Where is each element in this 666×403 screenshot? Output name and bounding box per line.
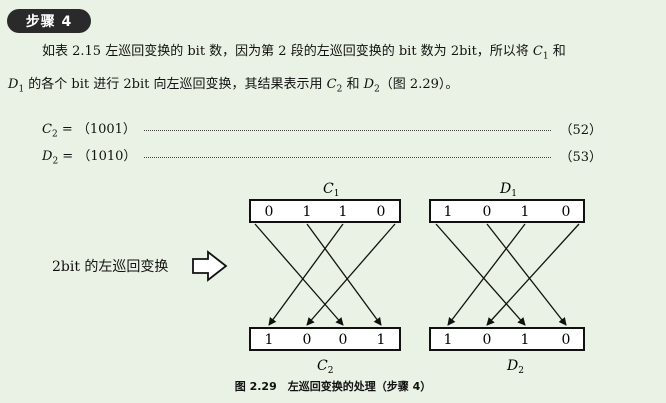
- d2-label: D2: [506, 358, 524, 376]
- c2-bit: 0: [339, 332, 348, 348]
- description-paragraph: 如表 2.15 左巡回变换的 bit 数，因为第 2 段的左巡回变换的 bit …: [8, 44, 566, 95]
- c2-bit: 0: [303, 332, 312, 348]
- d1-bit: 1: [521, 204, 530, 220]
- c1-bit: 0: [265, 204, 274, 220]
- c2-label: C2: [317, 358, 333, 376]
- c2-box: [249, 327, 401, 351]
- c1-label: C1: [323, 181, 339, 199]
- leader-dots: [143, 130, 552, 132]
- shift-arrow: [447, 223, 526, 326]
- shift-arrow: [254, 223, 344, 326]
- shift-arrow: [435, 223, 526, 326]
- c2-bit: 1: [377, 332, 386, 348]
- d1-bit: 0: [562, 204, 571, 220]
- figure-caption: 图 2.29 左巡回变换的处理（步骤 4）: [234, 380, 432, 393]
- equation-c2: C2 = （1001） （52）: [42, 122, 602, 140]
- step-badge: 步骤 4: [7, 9, 91, 33]
- d2-bit: 1: [444, 332, 453, 348]
- shift-arrow: [306, 223, 396, 326]
- d1-label: D1: [499, 181, 517, 199]
- d2-box: [429, 327, 585, 351]
- c1-bit: 0: [377, 204, 386, 220]
- c1-bit: 1: [339, 204, 348, 220]
- shift-arrow: [268, 223, 344, 326]
- d1-box: [429, 199, 585, 223]
- shift-arrow: [486, 223, 580, 326]
- leader-dots: [144, 157, 552, 159]
- equation-d2: D2 = （1010） （53）: [42, 149, 602, 167]
- d2-bit: 1: [521, 332, 530, 348]
- shift-arrow: [306, 223, 382, 326]
- right-arrow-icon: [192, 250, 228, 282]
- d2-bit: 0: [483, 332, 492, 348]
- c1-bit: 1: [303, 204, 312, 220]
- c1-box: [249, 199, 401, 223]
- d2-bit: 0: [562, 332, 571, 348]
- c2-bit: 1: [265, 332, 274, 348]
- rotation-label: 2bit 的左巡回变换: [52, 259, 169, 275]
- shift-arrow: [486, 223, 567, 326]
- d1-bit: 1: [444, 204, 453, 220]
- d1-bit: 0: [483, 204, 492, 220]
